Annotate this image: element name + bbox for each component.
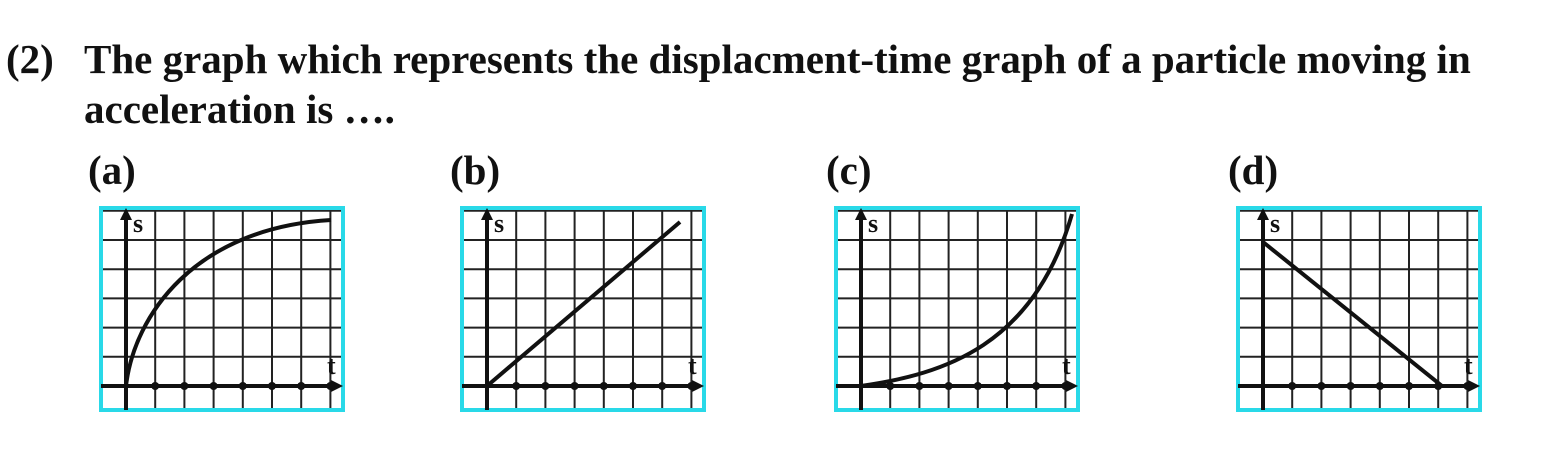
x-axis-tick — [687, 382, 696, 390]
x-axis-tick — [1405, 382, 1413, 390]
graph-d[interactable]: s t — [1236, 206, 1482, 412]
question-number: (2) — [6, 36, 54, 82]
graph-c-svg: s t — [834, 206, 1080, 412]
y-axis-arrow — [120, 208, 132, 220]
question-text: The graph which represents the displacme… — [84, 34, 1554, 134]
option-b-label[interactable]: (b) — [450, 147, 501, 193]
graph-d-svg: s t — [1236, 206, 1482, 412]
x-axis-tick — [1317, 382, 1326, 390]
x-axis-tick — [973, 382, 982, 390]
y-axis-arrow — [855, 208, 867, 220]
graph-c[interactable]: s t — [834, 206, 1080, 412]
x-axis-tick — [1032, 382, 1041, 390]
x-axis-label: t — [327, 351, 336, 380]
x-axis-arrow — [692, 380, 704, 392]
x-axis-tick — [886, 382, 895, 390]
x-axis-label: t — [1464, 351, 1473, 380]
y-axis-arrow — [481, 208, 493, 220]
x-axis-tick — [512, 382, 521, 390]
x-axis-tick — [238, 382, 247, 390]
x-axis-tick — [326, 382, 335, 390]
x-axis-tick — [1061, 382, 1070, 390]
y-axis-label: s — [133, 209, 143, 238]
x-axis-tick — [151, 382, 160, 390]
x-axis-label: t — [1062, 351, 1071, 380]
x-axis-tick — [1375, 382, 1384, 390]
x-axis-tick — [297, 382, 306, 390]
x-axis-label: t — [688, 351, 697, 380]
x-axis-tick — [268, 382, 276, 390]
x-axis-arrow — [1468, 380, 1480, 392]
x-axis-tick — [658, 382, 667, 390]
x-axis-tick — [1288, 382, 1297, 390]
y-axis-arrow — [1257, 208, 1269, 220]
option-d-label[interactable]: (d) — [1228, 147, 1279, 193]
option-a-label[interactable]: (a) — [88, 147, 136, 193]
question-line-1: The graph which represents the displacme… — [84, 36, 1471, 82]
curve-d — [1261, 240, 1444, 388]
graph-b-svg: s t — [460, 206, 706, 412]
x-axis-tick — [1346, 382, 1355, 390]
y-axis-label: s — [494, 209, 504, 238]
curve-c — [860, 213, 1074, 388]
x-axis-tick — [209, 382, 218, 390]
graph-b[interactable]: s t — [460, 206, 706, 412]
graph-frame — [834, 206, 1080, 412]
x-axis-tick — [1463, 382, 1472, 390]
curve-a — [124, 218, 332, 387]
x-axis-tick — [541, 382, 550, 390]
x-axis-tick — [629, 382, 637, 390]
y-axis-label: s — [1270, 209, 1280, 238]
y-axis-label: s — [868, 209, 878, 238]
x-axis-tick — [180, 382, 189, 390]
x-axis-tick — [1003, 382, 1011, 390]
question-line-2: acceleration is …. — [84, 86, 395, 132]
graph-frame — [1236, 206, 1482, 412]
x-axis-tick — [599, 382, 608, 390]
x-axis-tick — [570, 382, 579, 390]
curve-b — [485, 220, 682, 388]
x-axis-tick — [944, 382, 953, 390]
x-axis-tick — [915, 382, 924, 390]
x-axis-arrow — [1066, 380, 1078, 392]
graph-frame — [99, 206, 345, 412]
option-c-label[interactable]: (c) — [826, 147, 872, 193]
graph-a-svg: s t — [99, 206, 345, 412]
graph-frame — [460, 206, 706, 412]
x-axis-arrow — [331, 380, 343, 392]
graph-a[interactable]: s t — [99, 206, 345, 412]
